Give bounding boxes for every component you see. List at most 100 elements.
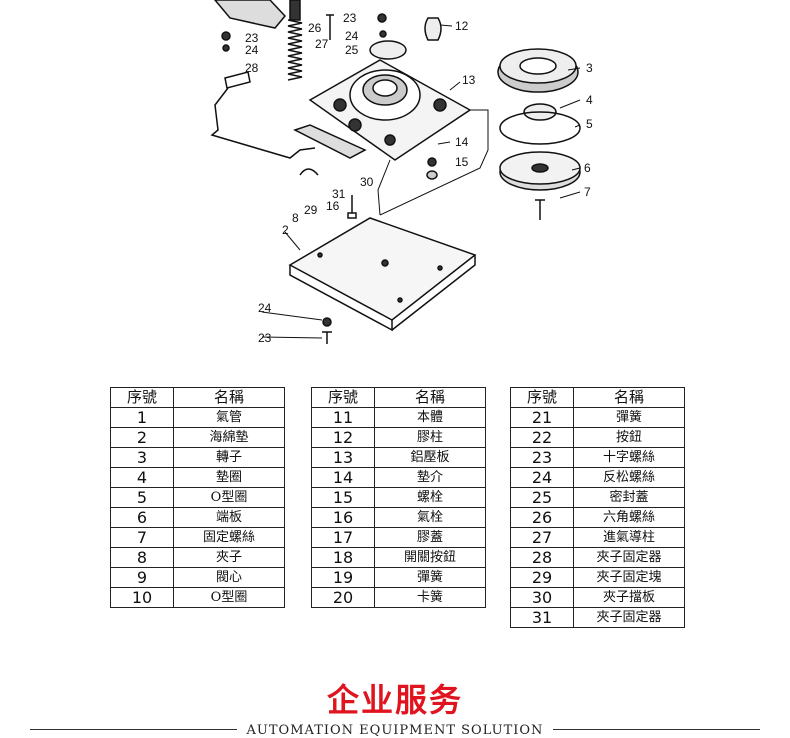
part-number: 1 [110,407,174,428]
part-number: 6 [110,507,174,528]
part-number: 13 [311,447,375,468]
part-number: 12 [311,427,375,448]
part-number: 7 [110,527,174,548]
callout-31: 31 [332,187,346,201]
end-plate-part [499,151,581,191]
exploded-parts-diagram: 26 23 24 25 12 23 24 27 28 13 3 4 5 14 1… [210,0,593,345]
part-number: 5 [110,487,174,508]
fix-screw-part [535,199,545,220]
callout-23c: 23 [258,331,272,345]
part-number: 11 [311,407,375,428]
part-name: 開關按鈕 [374,547,486,568]
part-name: 夾子 [173,547,285,568]
header-name: 名稱 [374,387,486,408]
sponge-pad-part [288,217,477,321]
part-name: 進氣導柱 [573,527,685,548]
part-name: 螺栓 [374,487,486,508]
part-number: 14 [311,467,375,488]
callout-26: 26 [308,21,322,35]
screw-26-part [326,14,334,40]
part-name: 膠柱 [374,427,486,448]
callout-24c: 24 [258,301,272,315]
spring-part [287,0,303,81]
callout-15: 15 [455,155,469,169]
part-name: 墊介 [374,467,486,488]
callout-27: 27 [315,37,329,51]
air-plug-part [347,195,357,219]
part-number: 25 [510,487,574,508]
part-number: 9 [110,567,174,588]
part-number: 24 [510,467,574,488]
callout-14: 14 [455,135,469,149]
callout-29: 29 [304,203,318,217]
part-name: 密封蓋 [573,487,685,508]
part-name: 夾子固定器 [573,607,685,628]
part-number: 20 [311,587,375,608]
part-name: 氣栓 [374,507,486,528]
handle-part [214,0,287,29]
section-title: 企业服务 [326,681,463,719]
callout-12: 12 [455,19,469,33]
callout-23: 23 [343,11,357,25]
part-number: 10 [110,587,174,608]
part-number: 30 [510,587,574,608]
section-subtitle-wrap: AUTOMATION EQUIPMENT SOLUTION [0,719,790,738]
seal-cap-part [369,40,407,60]
part-number: 27 [510,527,574,548]
part-name: 端板 [173,507,285,528]
part-number: 31 [510,607,574,628]
clip-rod-part [210,71,316,159]
header-name: 名稱 [573,387,685,408]
callout-16: 16 [326,199,340,213]
part-number: 23 [510,447,574,468]
part-number: 21 [510,407,574,428]
part-name: 卡簧 [374,587,486,608]
part-name: 鋁壓板 [374,447,486,468]
part-name: 夾子固定器 [573,547,685,568]
callout-28: 28 [245,61,259,75]
part-name: 反松螺絲 [573,467,685,488]
header-number: 序號 [110,387,174,408]
callout-3: 3 [586,61,593,75]
part-name: O型圈 [173,587,285,608]
part-number: 2 [110,427,174,448]
callout-25: 25 [345,43,359,57]
callout-4: 4 [586,93,593,107]
part-number: 3 [110,447,174,468]
callout-6: 6 [584,161,591,175]
part-name: 本體 [374,407,486,428]
header-number: 序號 [311,387,375,408]
part-name: 固定螺絲 [173,527,285,548]
part-number: 28 [510,547,574,568]
part-number: 22 [510,427,574,448]
part-name: 十字螺絲 [573,447,685,468]
part-name: 閥心 [173,567,285,588]
part-name: 氣管 [173,407,285,428]
part-number: 26 [510,507,574,528]
